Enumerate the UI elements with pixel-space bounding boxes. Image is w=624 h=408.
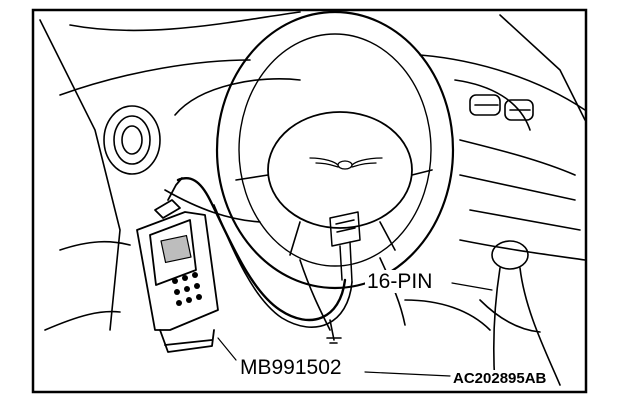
a-pillar-left (39, 19, 121, 331)
right-air-vents (469, 94, 534, 121)
steering-wheel-spokes (235, 169, 433, 256)
figure-frame (31, 8, 588, 394)
cable-ground-lead (326, 319, 342, 344)
dashboard-top (59, 54, 586, 111)
lower-panel (44, 240, 131, 331)
tool-leader (217, 337, 237, 361)
connector-leader (451, 282, 493, 291)
diagnostic-cable-2 (213, 204, 353, 328)
steering-wheel-hub (267, 111, 413, 229)
windshield-edge (69, 11, 301, 32)
code-leader (364, 371, 451, 377)
scan-tool (136, 177, 219, 353)
figure-code-label: AC202895AB (452, 370, 548, 387)
knee-panel (404, 299, 491, 331)
connector-label: 16-PIN (365, 270, 435, 293)
emblem-icon (309, 157, 383, 170)
steering-wheel-rim-inner (238, 33, 432, 267)
center-console (459, 139, 581, 231)
cluster-lower (164, 189, 261, 223)
left-air-vent (103, 105, 161, 175)
diagnostic-connector (329, 211, 361, 283)
diagnostic-cable (176, 177, 347, 322)
tool-label: MB991502 (238, 356, 344, 379)
a-pillar-right (499, 14, 586, 121)
steering-wheel-rim (215, 10, 455, 290)
